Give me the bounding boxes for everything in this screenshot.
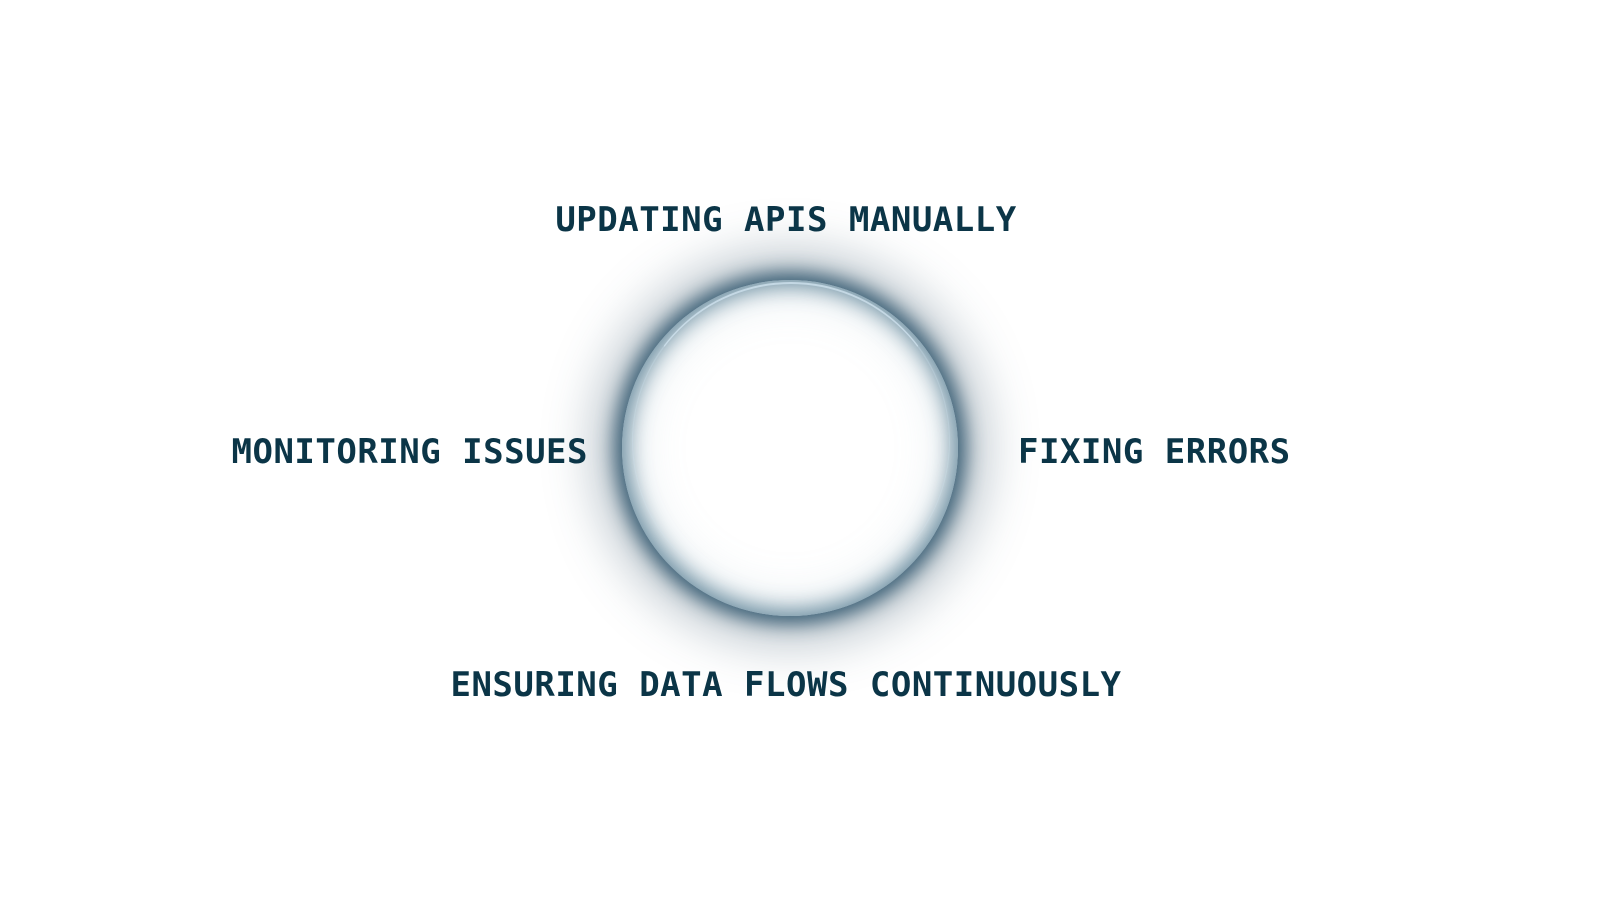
label-top: UPDATING APIS MANUALLY	[555, 200, 1017, 240]
label-left: MONITORING ISSUES	[231, 432, 588, 472]
central-ring	[622, 280, 958, 616]
label-right: FIXING ERRORS	[1018, 432, 1291, 472]
label-bottom: ENSURING DATA FLOWS CONTINUOUSLY	[450, 665, 1122, 705]
